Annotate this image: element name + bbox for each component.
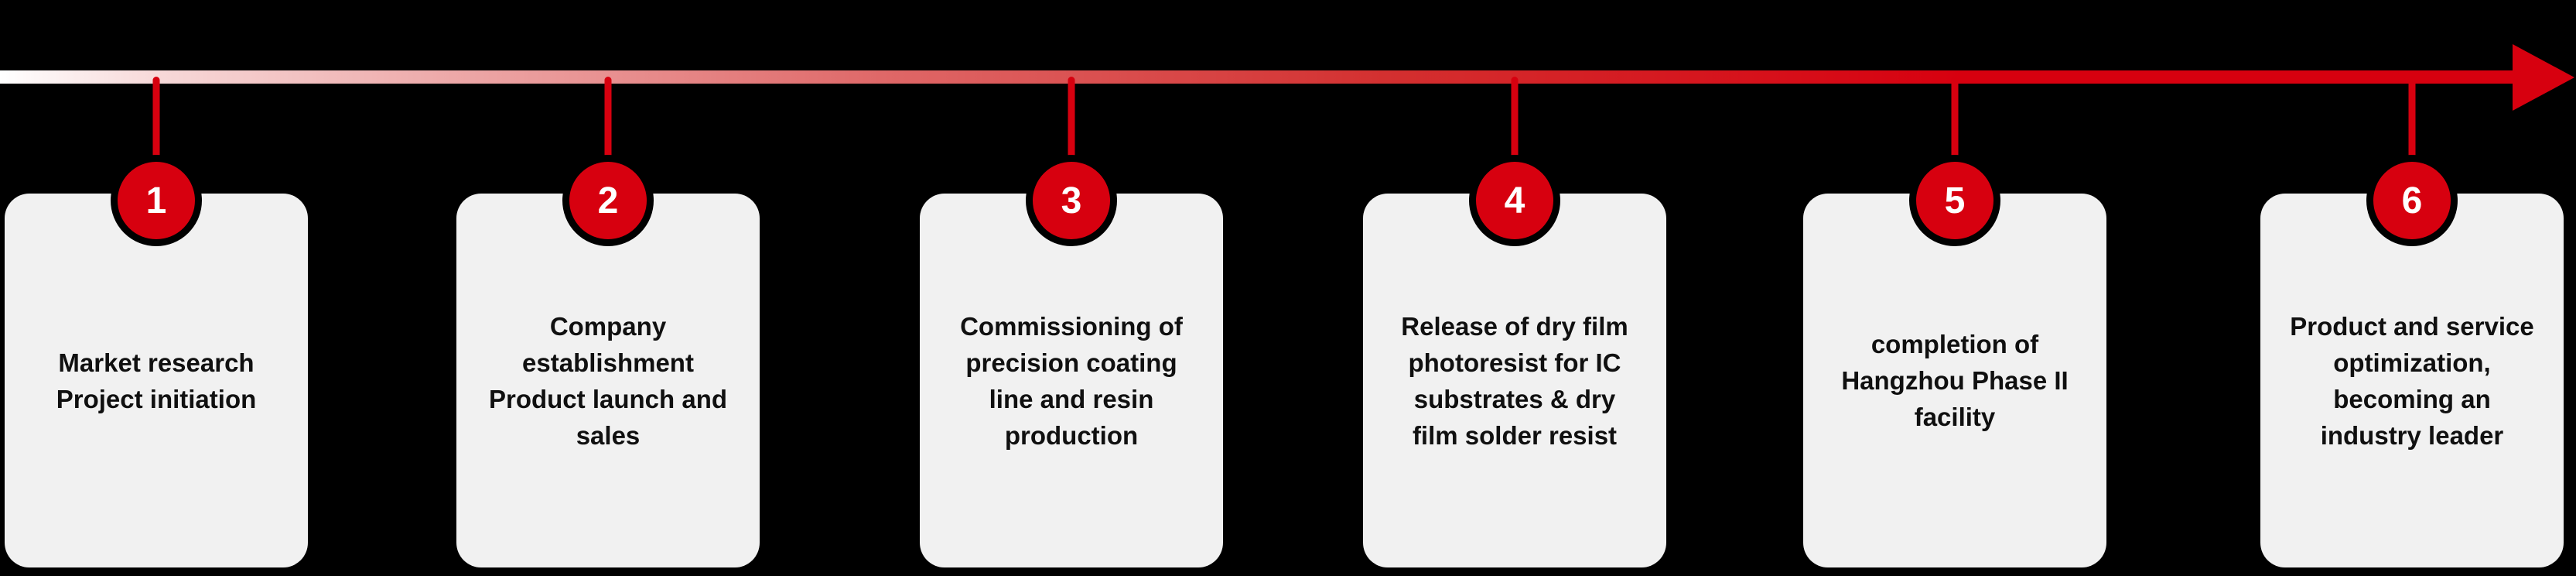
milestone-number-badge: 4 (1469, 155, 1560, 246)
milestone-number: 3 (1061, 180, 1082, 221)
milestone-card: Product and service optimization, becomi… (2260, 194, 2564, 567)
milestone-number: 2 (597, 180, 619, 221)
milestone-number: 6 (2401, 180, 2423, 221)
milestone-1: 1 Market research Project initiation (5, 0, 308, 576)
milestone-connector (1511, 77, 1519, 163)
milestone-text: Commissioning of precision coating line … (960, 311, 1183, 450)
milestone-card: completion of Hangzhou Phase II facility (1803, 194, 2106, 567)
milestone-text: Market research Project initiation (56, 348, 257, 413)
milestone-card: Company establishment Product launch and… (456, 194, 760, 567)
milestone-connector (2408, 77, 2416, 163)
milestone-4: 4 Release of dry film photoresist for IC… (1363, 0, 1666, 576)
milestone-text: Company establishment Product launch and… (488, 311, 728, 450)
milestone-number-badge: 5 (1909, 155, 2000, 246)
timeline-arrow-bar (0, 70, 2516, 84)
milestone-5: 5 completion of Hangzhou Phase II facili… (1803, 0, 2106, 576)
milestone-connector (1068, 77, 1075, 163)
milestone-number: 5 (1944, 180, 1966, 221)
milestone-card: Market research Project initiation (5, 194, 308, 567)
milestone-connector (604, 77, 612, 163)
milestone-text: Release of dry film photoresist for IC s… (1401, 311, 1628, 450)
milestone-6: 6 Product and service optimization, beco… (2260, 0, 2564, 576)
milestone-text: completion of Hangzhou Phase II facility (1841, 330, 2069, 431)
milestone-3: 3 Commissioning of precision coating lin… (920, 0, 1223, 576)
arrow-head-icon (2513, 44, 2574, 111)
milestone-connector (1951, 77, 1959, 163)
milestone-card: Release of dry film photoresist for IC s… (1363, 194, 1666, 567)
milestone-number-badge: 1 (111, 155, 202, 246)
milestone-number: 4 (1504, 180, 1525, 221)
milestone-number: 1 (145, 180, 167, 221)
milestone-2: 2 Company establishment Product launch a… (456, 0, 760, 576)
milestone-number-badge: 3 (1026, 155, 1117, 246)
milestone-number-badge: 2 (562, 155, 654, 246)
milestone-text: Product and service optimization, becomi… (2290, 311, 2534, 450)
milestone-card: Commissioning of precision coating line … (920, 194, 1223, 567)
milestone-number-badge: 6 (2366, 155, 2458, 246)
milestone-connector (152, 77, 160, 163)
